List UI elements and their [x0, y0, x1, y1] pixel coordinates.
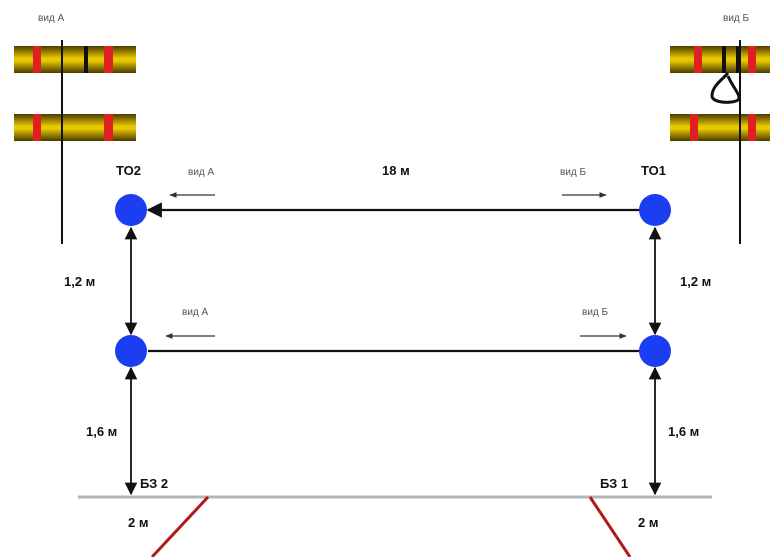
view-a-top-label: вид А [38, 13, 65, 24]
left-anchor-length-label: 2 м [128, 515, 148, 530]
bz1-label: БЗ 1 [600, 476, 628, 491]
view-b-lower-label: вид Б [582, 307, 609, 318]
node-top-left [115, 194, 147, 226]
view-b-upper-label: вид Б [560, 167, 587, 178]
node-mid-right [639, 335, 671, 367]
view-a-upper-label: вид А [188, 167, 215, 178]
right-anchor-length-label: 2 м [638, 515, 658, 530]
view-b-top-label: вид Б [723, 13, 750, 24]
view-a-detail: вид А [14, 13, 136, 244]
node-label-to1: ТО1 [641, 163, 666, 178]
view-a-lower-label: вид А [182, 307, 209, 318]
view-a-bar-bottom [14, 114, 136, 141]
view-a-bar-top [14, 46, 136, 73]
view-b-bar-top [670, 46, 770, 73]
node-mid-left [115, 335, 147, 367]
view-b-bar-bottom [670, 114, 770, 141]
view-b-cable-loop-icon [710, 71, 741, 104]
left-anchor-line [150, 495, 210, 557]
left-upper-height-label: 1,2 м [64, 274, 95, 289]
node-top-right [639, 194, 671, 226]
node-label-to2: ТО2 [116, 163, 141, 178]
bz2-label: БЗ 2 [140, 476, 168, 491]
view-b-detail: вид Б [670, 13, 770, 244]
left-lower-height-label: 1,6 м [86, 424, 117, 439]
right-upper-height-label: 1,2 м [680, 274, 711, 289]
span-dimension-label: 18 м [382, 163, 410, 178]
right-anchor-line [588, 496, 632, 557]
right-lower-height-label: 1,6 м [668, 424, 699, 439]
